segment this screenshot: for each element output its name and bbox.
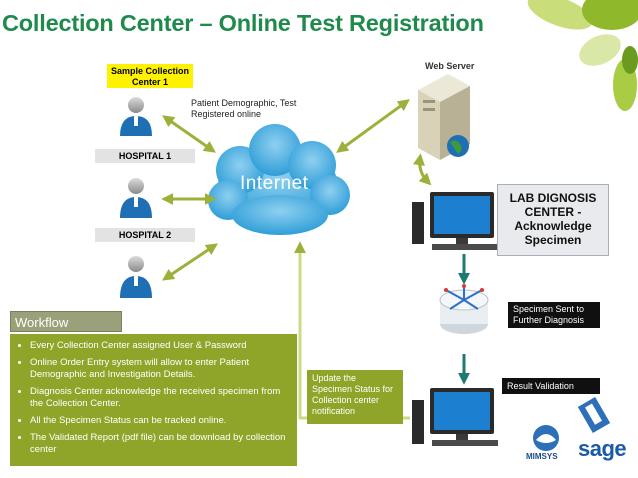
internet-label: Internet: [240, 173, 309, 194]
page-title: Collection Center – Online Test Registra…: [2, 10, 484, 36]
workflow-item: Every Collection Center assigned User & …: [30, 340, 291, 352]
sample-center-label: Sample Collection Center 1: [107, 64, 193, 88]
result-validation-note: Result Validation: [502, 378, 600, 394]
mimsys-logo-icon: [533, 425, 559, 451]
web-server-label: Web Server: [425, 61, 475, 71]
computer-icon: [412, 192, 498, 250]
update-status-box: Update the Specimen Status for Collectio…: [307, 370, 403, 424]
web-server-icon: [418, 74, 470, 160]
lab-diagnosis-box: LAB DIGNOSIS CENTER - Acknowledge Specim…: [497, 184, 609, 256]
workflow-item: The Validated Report (pdf file) can be d…: [30, 432, 291, 456]
mimsys-logo-text: MIMSYS: [526, 452, 558, 461]
workflow-heading: Workflow: [10, 311, 122, 332]
workflow-list: Every Collection Center assigned User & …: [18, 340, 291, 456]
specimen-sent-note: Specimen Sent to Further Diagnosis: [508, 302, 600, 328]
workflow-panel: Every Collection Center assigned User & …: [10, 334, 297, 466]
centrifuge-icon: [439, 284, 489, 334]
workflow-item: All the Specimen Status can be tracked o…: [30, 415, 291, 427]
globe-icon: [447, 135, 469, 157]
workflow-item: Diagnosis Center acknowledge the receive…: [30, 386, 291, 410]
patient-info-text: Patient Demographic, Test Registered onl…: [191, 98, 297, 119]
sage-logo-text: sage: [578, 436, 627, 461]
computer-icon: [412, 388, 498, 446]
person-icon: [120, 97, 152, 136]
workflow-item: Online Order Entry system will allow to …: [30, 357, 291, 381]
sage-logo-icon: [577, 397, 611, 433]
leaf-decoration-icon: [527, 0, 638, 111]
hospital2-label: HOSPITAL 2: [95, 228, 195, 242]
person-icon: [120, 178, 152, 218]
person-icon: [120, 256, 152, 298]
hospital1-label: HOSPITAL 1: [95, 149, 195, 163]
